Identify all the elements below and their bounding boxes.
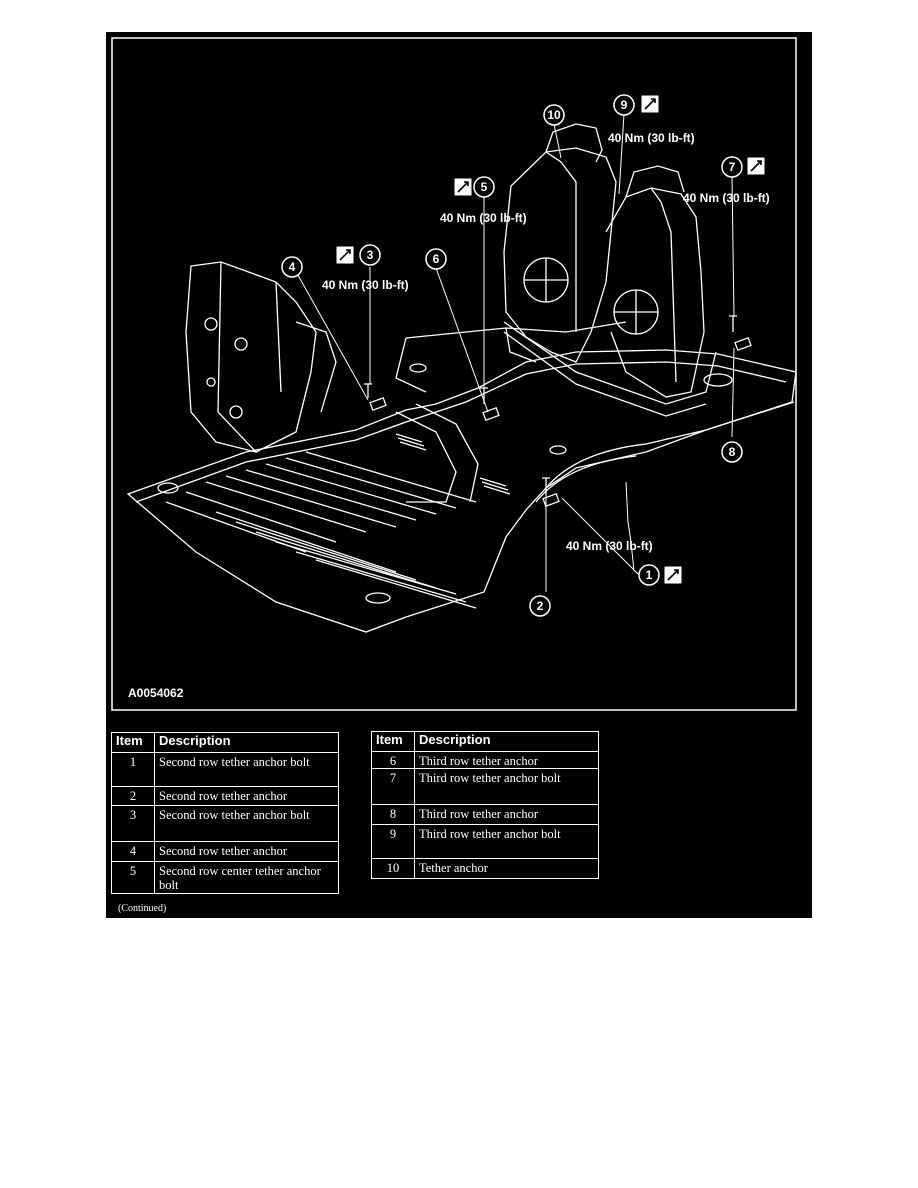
table-row: 7 Third row tether anchor bolt [371, 768, 599, 805]
figure-panel: 10 9 7 5 3 4 6 8 1 2 40 Nm (30 lb-ft) 40… [106, 32, 812, 918]
svg-text:5: 5 [481, 180, 488, 194]
torque-label-5: 40 Nm (30 lb-ft) [440, 211, 527, 225]
table-row: 8 Third row tether anchor [371, 804, 599, 825]
continued-note: (Continued) [118, 903, 167, 914]
figure-id: A0054062 [128, 686, 184, 700]
svg-text:9: 9 [621, 98, 628, 112]
col-header-description: Description [154, 732, 339, 753]
torque-label-7: 40 Nm (30 lb-ft) [683, 191, 770, 205]
callout-4: 4 [281, 256, 303, 278]
callout-3: 3 [359, 244, 381, 266]
torque-wrench-icon [640, 94, 660, 114]
torque-label-1: 40 Nm (30 lb-ft) [566, 539, 653, 553]
callouts: 10 9 7 5 3 4 6 8 1 2 [281, 94, 743, 617]
table-row: 2 Second row tether anchor [111, 786, 339, 806]
callout-8: 8 [721, 441, 743, 463]
svg-text:10: 10 [547, 108, 561, 122]
svg-text:3: 3 [367, 248, 374, 262]
svg-text:7: 7 [729, 160, 736, 174]
callout-2: 2 [529, 595, 551, 617]
leader-lines [293, 113, 735, 592]
torque-wrench-icon [453, 177, 473, 197]
table-row: 1 Second row tether anchor bolt [111, 752, 339, 787]
table-row: 4 Second row tether anchor [111, 841, 339, 862]
items-table-right: Item Description 6 Third row tether anch… [371, 731, 599, 879]
torque-wrench-icon [335, 245, 355, 265]
callout-5: 5 [473, 176, 495, 198]
callout-7: 7 [721, 156, 743, 178]
col-header-description: Description [414, 731, 599, 752]
torque-label-3: 40 Nm (30 lb-ft) [322, 278, 409, 292]
items-table-left: Item Description 1 Second row tether anc… [111, 732, 339, 894]
svg-text:4: 4 [289, 260, 296, 274]
col-header-item: Item [111, 732, 155, 753]
svg-text:6: 6 [433, 252, 440, 266]
svg-text:2: 2 [537, 599, 544, 613]
table-row: 3 Second row tether anchor bolt [111, 805, 339, 842]
tether-anchor-diagram: 10 9 7 5 3 4 6 8 1 2 40 Nm (30 lb-ft) 40… [111, 37, 797, 711]
vehicle-floor-illustration [126, 123, 797, 633]
table-row: 5 Second row center tether anchor bolt [111, 861, 339, 894]
torque-labels: 40 Nm (30 lb-ft) 40 Nm (30 lb-ft) 40 Nm … [322, 131, 770, 553]
callout-1: 1 [638, 564, 660, 586]
torque-wrench-icons [335, 94, 766, 585]
callout-10: 10 [543, 104, 565, 126]
table-row: 6 Third row tether anchor [371, 751, 599, 769]
table-row: 9 Third row tether anchor bolt [371, 824, 599, 859]
col-header-item: Item [371, 731, 415, 752]
callout-9: 9 [613, 94, 635, 116]
svg-text:1: 1 [646, 568, 653, 582]
torque-wrench-icon [746, 156, 766, 176]
svg-text:8: 8 [729, 445, 736, 459]
table-row: 10 Tether anchor [371, 858, 599, 879]
torque-wrench-icon [663, 565, 683, 585]
torque-label-9: 40 Nm (30 lb-ft) [608, 131, 695, 145]
callout-6: 6 [425, 248, 447, 270]
